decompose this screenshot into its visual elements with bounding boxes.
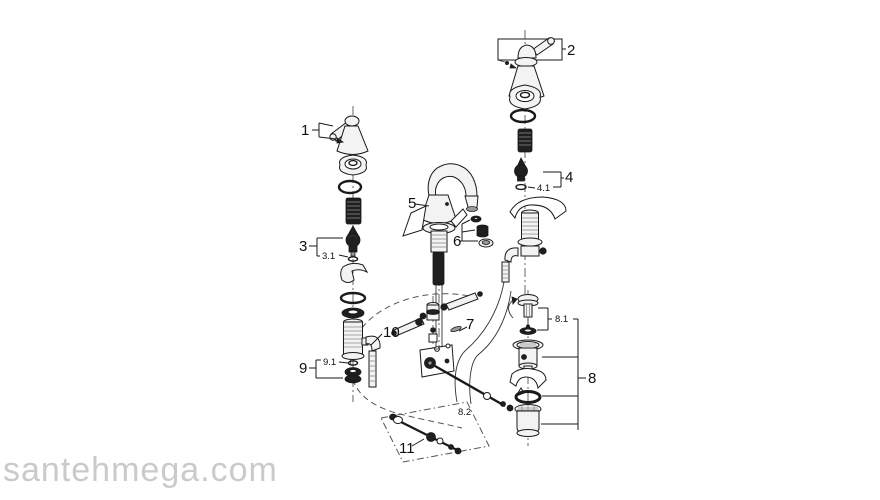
callout-numbers: 1 2 3 3.1 4 4.1 5 6 7 8 8.1 8.2 9 9.1 10… xyxy=(299,42,596,457)
drain-flange-body xyxy=(513,340,543,371)
washer-ring xyxy=(341,293,365,318)
watermark: santehmega.com xyxy=(3,451,278,489)
pivot-bracket xyxy=(420,344,454,377)
cartridge-4 xyxy=(515,158,528,181)
callout-5: 5 xyxy=(408,195,416,212)
callout-11: 11 xyxy=(399,440,415,457)
spout-mounting-wings xyxy=(403,206,467,236)
drain-o-ring xyxy=(516,392,540,403)
spout-5 xyxy=(421,164,478,224)
valve-wing-clip-4 xyxy=(510,197,566,219)
callout-6: 6 xyxy=(453,233,461,250)
o-ring-1 xyxy=(339,181,361,193)
pivot-rod-8-2 xyxy=(435,366,513,411)
callout-4-1: 4.1 xyxy=(537,183,550,194)
callout-9-1: 9.1 xyxy=(323,357,336,368)
retainer-clip-3 xyxy=(341,263,367,282)
callout-4: 4 xyxy=(565,169,573,186)
o-ring-3-1 xyxy=(349,257,358,261)
handle-2-escutcheon xyxy=(510,85,541,109)
mounting-nut-9 xyxy=(345,368,361,384)
lift-rod-11 xyxy=(390,414,462,454)
aerator-parts-6 xyxy=(471,216,493,247)
callout-8-2: 8.2 xyxy=(458,407,471,418)
callout-3: 3 xyxy=(299,238,307,255)
handle-1-escutcheon xyxy=(340,155,367,175)
popup-plug-8-1 xyxy=(509,295,539,335)
threaded-sleeve-2 xyxy=(518,129,532,152)
handle-1 xyxy=(330,116,368,155)
valve-body-4 xyxy=(502,210,546,282)
o-ring-4-1 xyxy=(516,185,526,190)
spout-shank xyxy=(423,223,455,349)
callout-8: 8 xyxy=(588,370,596,387)
elbow-fitting-10 xyxy=(366,336,380,387)
drain-bottom-body xyxy=(515,405,541,437)
callout-7: 7 xyxy=(466,316,474,333)
o-ring-2 xyxy=(511,110,535,122)
callout-2: 2 xyxy=(567,42,575,59)
cartridge-3 xyxy=(346,226,360,256)
washer-9-1 xyxy=(349,361,358,365)
callout-9: 9 xyxy=(299,360,307,377)
callout-leaders xyxy=(309,49,586,446)
threaded-sleeve-1 xyxy=(346,198,361,224)
lift-rod-box-11 xyxy=(381,402,489,462)
rotation-arrow-icon xyxy=(512,297,517,304)
callout-8-1: 8.1 xyxy=(555,314,568,325)
callout-1: 1 xyxy=(301,122,309,139)
tee-fitting-7 xyxy=(392,292,483,342)
callout-10: 10 xyxy=(383,324,400,341)
valve-body-9 xyxy=(342,319,368,360)
callout-3-1: 3.1 xyxy=(322,251,335,262)
